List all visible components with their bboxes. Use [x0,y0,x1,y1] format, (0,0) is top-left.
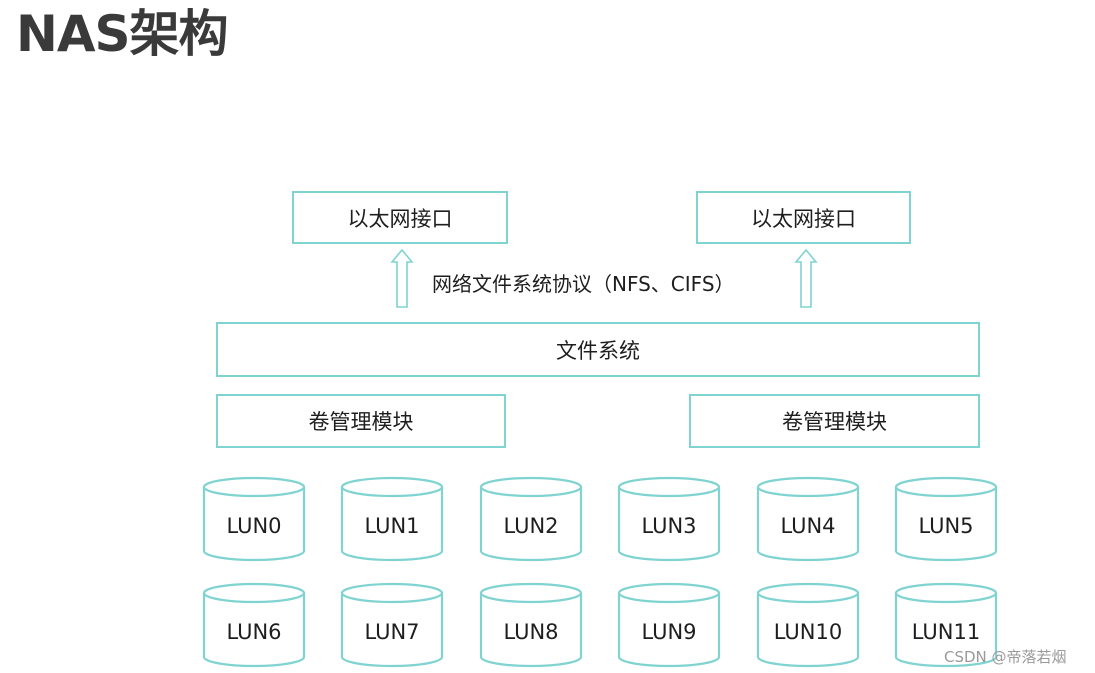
up-arrow-right [794,248,818,308]
ethernet-port-left: 以太网接口 [292,191,508,244]
lun-label: LUN3 [641,514,696,538]
lun-label: LUN11 [912,620,980,644]
ethernet-port-right: 以太网接口 [696,191,911,244]
lun-disk-top [340,476,444,498]
lun-label: LUN4 [780,514,835,538]
lun-label: LUN0 [226,514,281,538]
lun-disk-body [894,487,998,562]
lun-disk-top [617,582,721,604]
lun-disk-body [756,593,860,668]
lun-disk-7: LUN7 [340,582,444,668]
lun-disk-6: LUN6 [202,582,306,668]
lun-disk-top [894,476,998,498]
lun-disk-body [756,487,860,562]
lun-disk-2: LUN2 [479,476,583,562]
lun-disk-top [617,476,721,498]
lun-label: LUN9 [641,620,696,644]
lun-disk-5: LUN5 [894,476,998,562]
lun-disk-body [479,593,583,668]
lun-disk-10: LUN10 [756,582,860,668]
watermark: CSDN @帝落若烟 [944,648,1067,666]
lun-disk-4: LUN4 [756,476,860,562]
lun-disk-1: LUN1 [340,476,444,562]
lun-disk-8: LUN8 [479,582,583,668]
lun-disk-body [894,593,998,668]
lun-disk-11: LUN11 [894,582,998,668]
lun-disk-body [479,487,583,562]
lun-label: LUN5 [918,514,973,538]
lun-disk-top [340,582,444,604]
lun-disk-body [617,593,721,668]
lun-disk-top [202,476,306,498]
lun-label: LUN6 [226,620,281,644]
page-title: NAS架构 [16,5,229,63]
lun-disk-top [756,476,860,498]
up-arrow-left [390,248,414,308]
lun-disk-body [340,487,444,562]
lun-disk-3: LUN3 [617,476,721,562]
lun-disk-body [617,487,721,562]
volume-module-left: 卷管理模块 [216,394,506,448]
lun-disk-body [340,593,444,668]
lun-disk-body [202,487,306,562]
lun-label: LUN7 [364,620,419,644]
lun-disk-0: LUN0 [202,476,306,562]
lun-disk-top [202,582,306,604]
lun-label: LUN1 [364,514,419,538]
lun-disk-body [202,593,306,668]
lun-label: LUN10 [774,620,842,644]
lun-label: LUN8 [503,620,558,644]
lun-disk-top [894,582,998,604]
lun-disk-top [479,476,583,498]
file-system-layer: 文件系统 [216,322,980,377]
lun-disk-top [479,582,583,604]
protocol-label: 网络文件系统协议（NFS、CIFS） [432,272,735,296]
lun-disk-9: LUN9 [617,582,721,668]
lun-label: LUN2 [503,514,558,538]
lun-disk-top [756,582,860,604]
volume-module-right: 卷管理模块 [689,394,980,448]
